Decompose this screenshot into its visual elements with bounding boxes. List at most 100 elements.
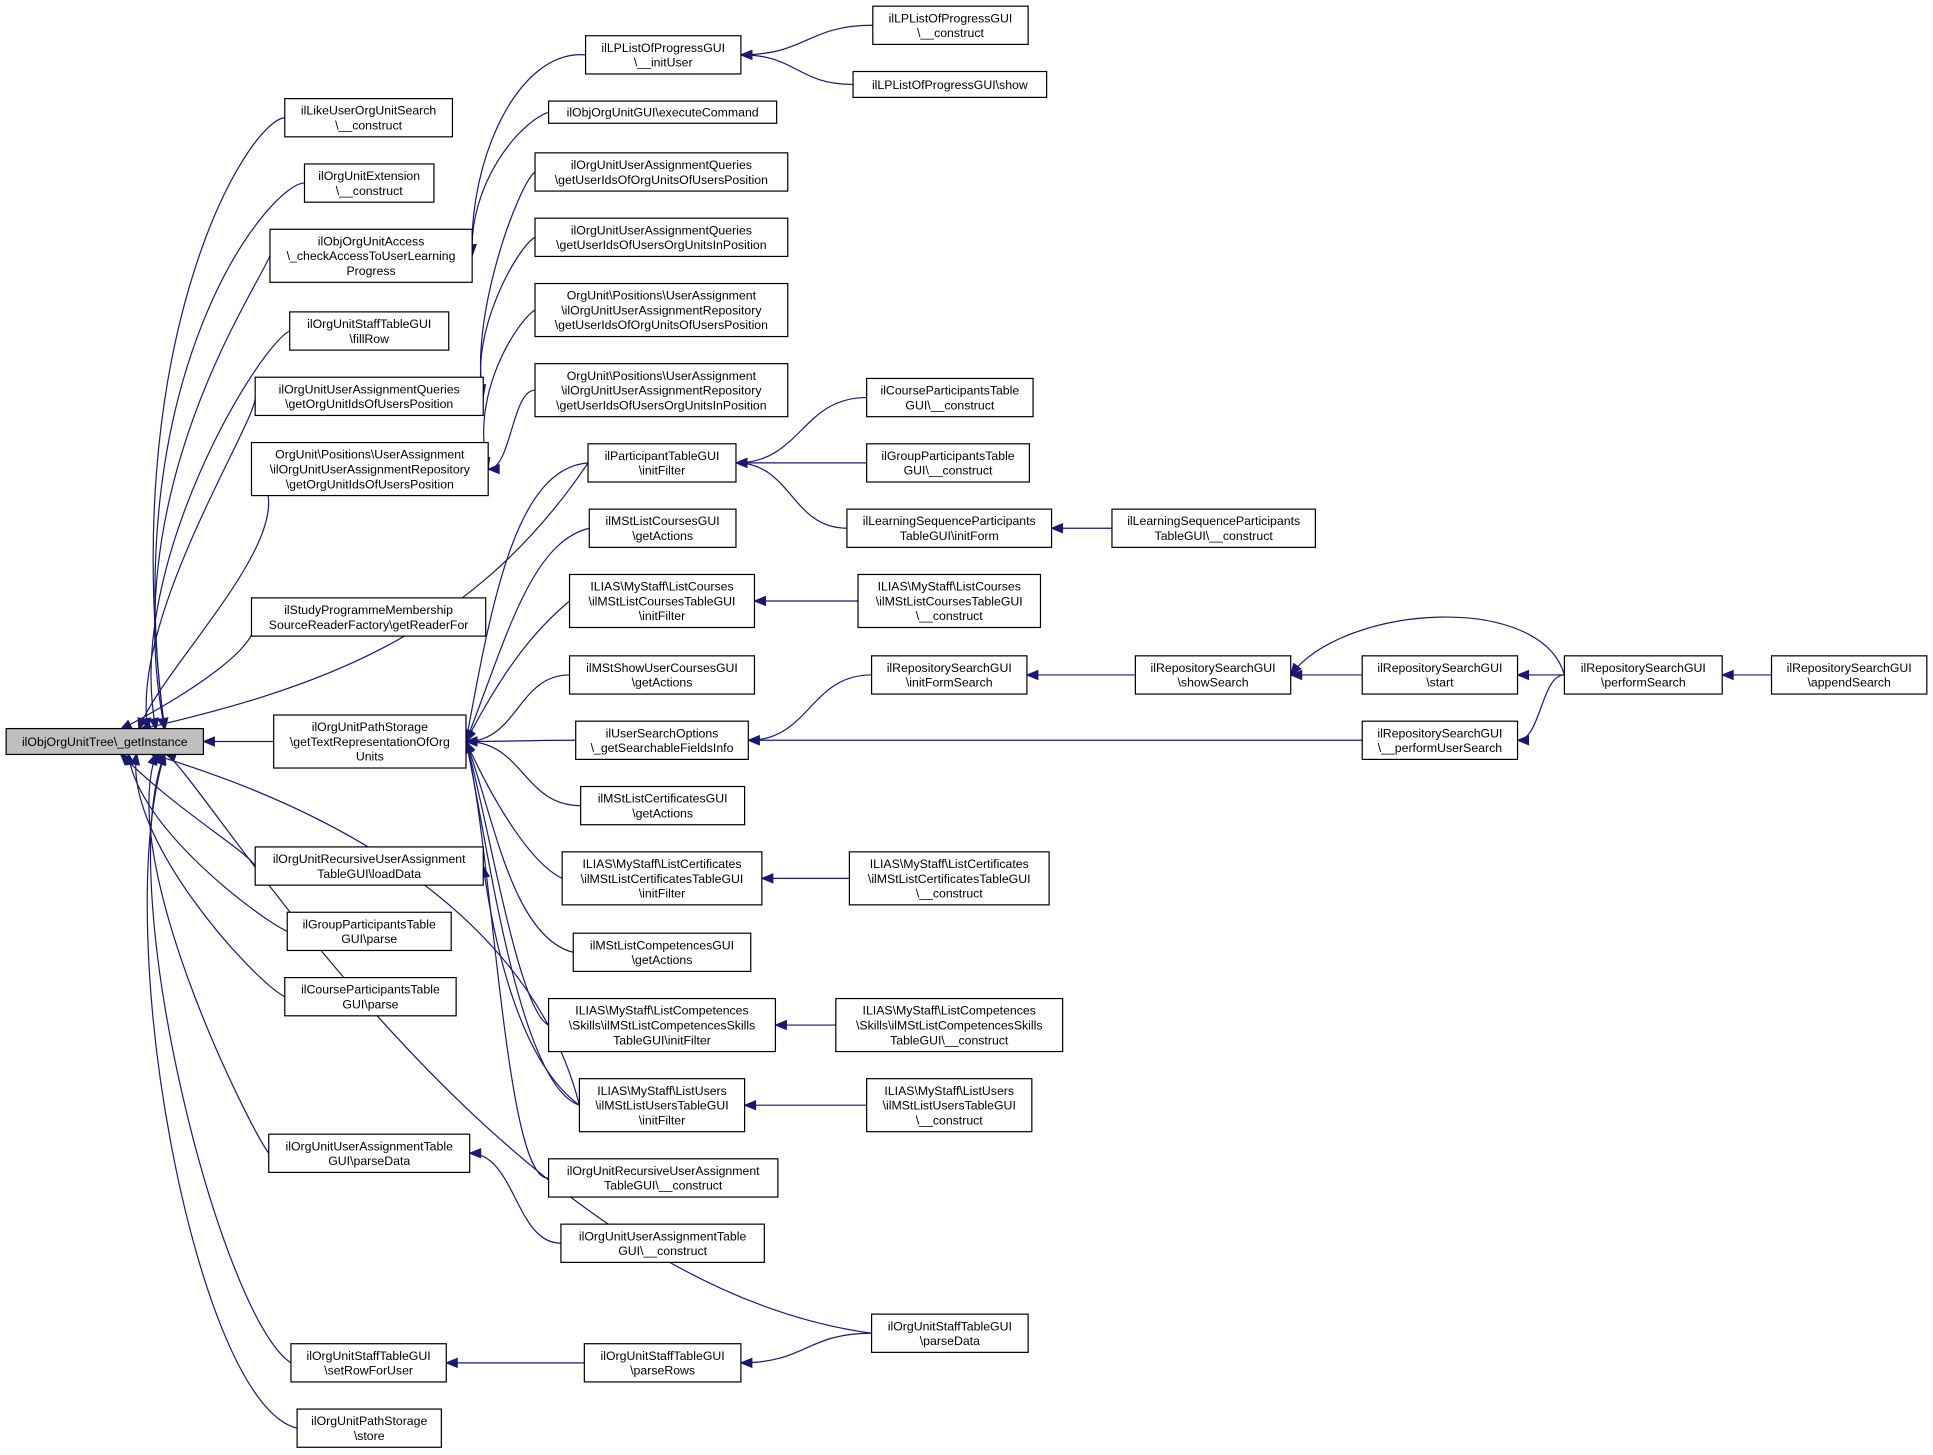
node-box xyxy=(268,1133,471,1173)
graph-node: OrgUnit\Positions\UserAssignment\ilOrgUn… xyxy=(534,282,789,338)
node-label-line: TableGUI\initForm xyxy=(900,529,999,543)
node-label-line: \performSearch xyxy=(1601,676,1686,690)
node-label-line: \getUserIdsOfOrgUnitsOfUsersPosition xyxy=(555,173,768,187)
node-label-line: \__construct xyxy=(917,26,985,40)
graph-edges xyxy=(119,24,1772,1429)
node-label-line: Units xyxy=(356,750,384,764)
node-label-line: ilObjOrgUnitGUI\executeCommand xyxy=(567,106,759,120)
node-label-line: ilObjOrgUnitAccess xyxy=(318,234,425,248)
node-label-line: \ilMStListCoursesTableGUI xyxy=(589,594,736,608)
node-label-line: ilOrgUnitStaffTableGUI xyxy=(307,1349,431,1363)
node-label-line: \__construct xyxy=(916,1113,984,1127)
node-label-line: GUI\parse xyxy=(342,998,398,1012)
call-edge xyxy=(739,49,854,86)
node-label-line: \__construct xyxy=(916,887,984,901)
call-edge xyxy=(468,1148,561,1244)
root-node: ilObjOrgUnitTree\_getInstance xyxy=(5,727,205,756)
call-edge xyxy=(1516,669,1565,681)
call-edge xyxy=(129,752,286,998)
node-label-line: ilOrgUnitPathStorage xyxy=(312,720,428,734)
node-label-line: GUI\parse xyxy=(341,932,397,946)
node-label-line: \getActions xyxy=(632,529,693,543)
node-label-line: \_getSearchableFieldsInfo xyxy=(591,741,734,755)
edge-line xyxy=(465,739,576,743)
arrow-head xyxy=(1516,735,1530,746)
edge-line xyxy=(471,111,549,256)
node-box xyxy=(583,1343,742,1383)
graph-node: ilOrgUnitPathStorage\getTextRepresentati… xyxy=(273,714,467,769)
node-label-line: ilLearningSequenceParticipants xyxy=(1127,514,1300,528)
node-label-line: ilOrgUnitRecursiveUserAssignment xyxy=(273,852,466,866)
arrow-head xyxy=(1025,669,1039,681)
graph-node: ILIAS\MyStaff\ListCertificates\ilMStList… xyxy=(848,851,1050,906)
node-label-line: \initFilter xyxy=(639,887,685,901)
node-label-line: \Skills\ilMStListCompetencesSkills xyxy=(856,1018,1043,1032)
graph-node: ilOrgUnitStaffTableGUI\parseRows xyxy=(583,1343,742,1383)
graph-node: ilOrgUnitUserAssignmentQueries\getOrgUni… xyxy=(254,376,484,417)
node-box xyxy=(835,997,1064,1053)
node-box xyxy=(870,655,1028,695)
graph-node: ilLearningSequenceParticipantsTableGUI\_… xyxy=(1111,508,1316,548)
node-label-line: \__construct xyxy=(335,119,403,133)
call-edge xyxy=(1050,523,1112,534)
call-edge xyxy=(464,736,581,807)
graph-node: ilLikeUserOrgUnitSearch\__construct xyxy=(284,98,454,138)
node-label-line: ilOrgUnitExtension xyxy=(318,169,420,183)
arrow-head xyxy=(1289,669,1303,681)
edge-line xyxy=(119,753,256,867)
node-label-line: \ilMStListCoursesTableGUI xyxy=(876,594,1023,608)
node-label-line: ilGroupParticipantsTable xyxy=(303,917,436,931)
arrow-head xyxy=(202,736,215,747)
edge-line xyxy=(469,1152,561,1244)
edge-line xyxy=(1290,616,1565,676)
node-label-line: \ilOrgUnitUserAssignmentRepository xyxy=(561,303,762,317)
arrow-head xyxy=(774,1019,787,1031)
edge-line xyxy=(154,182,305,730)
node-box xyxy=(866,1078,1033,1133)
edge-line xyxy=(1517,674,1565,741)
graph-nodes: ilObjOrgUnitTree\_getInstance ilLikeUserO… xyxy=(5,5,1928,1448)
node-box xyxy=(534,152,789,192)
arrow-head xyxy=(743,1099,757,1111)
arrow-head xyxy=(464,736,478,747)
node-label-line: \getUserIdsOfUsersOrgUnitsInPosition xyxy=(556,238,767,252)
node-box xyxy=(561,851,763,906)
node-label-line: \ilOrgUnitUserAssignmentRepository xyxy=(270,462,471,476)
arrow-head xyxy=(1720,669,1734,681)
node-label-line: ilCourseParticipantsTable xyxy=(301,983,440,997)
node-box xyxy=(872,5,1029,45)
graph-node: OrgUnit\Positions\UserAssignment\ilOrgUn… xyxy=(534,363,789,418)
node-box xyxy=(273,714,467,769)
graph-node: ilOrgUnitPathStorage\store xyxy=(296,1408,442,1448)
node-box xyxy=(578,1078,746,1133)
node-label-line: ilLPListOfProgressGUI xyxy=(889,11,1013,25)
arrow-head xyxy=(734,457,748,469)
node-box xyxy=(303,163,435,203)
call-edge xyxy=(739,1332,872,1369)
node-box xyxy=(534,282,789,338)
node-label-line: ilOrgUnitPathStorage xyxy=(311,1414,427,1428)
graph-node: ilOrgUnitUserAssignmentTableGUI\parseDat… xyxy=(268,1133,471,1173)
node-label-line: ilLikeUserOrgUnitSearch xyxy=(301,104,436,118)
node-box xyxy=(547,1158,779,1198)
graph-node: ilRepositorySearchGUI\appendSearch xyxy=(1770,655,1928,695)
node-box xyxy=(547,997,777,1053)
arrow-head xyxy=(1050,523,1064,534)
graph-node: ilOrgUnitRecursiveUserAssignmentTableGUI… xyxy=(547,1158,779,1198)
call-edge xyxy=(746,674,872,746)
edge-line xyxy=(164,752,872,1334)
graph-node: ilOrgUnitUserAssignmentTableGUI\__constr… xyxy=(560,1223,765,1263)
node-label-line: \parseRows xyxy=(630,1364,695,1378)
node-box xyxy=(848,851,1050,906)
edge-line xyxy=(735,396,867,464)
graph-node: ILIAS\MyStaff\ListCompetences\Skills\ilM… xyxy=(547,997,777,1053)
node-label-line: ILIAS\MyStaff\ListCompetences xyxy=(575,1004,748,1018)
call-edge xyxy=(753,595,859,607)
arrow-head xyxy=(739,1357,753,1369)
node-label-line: ilParticipantTableGUI xyxy=(605,449,720,463)
arrow-head xyxy=(148,717,159,731)
node-label-line: ilLPListOfProgressGUI\show xyxy=(872,78,1028,92)
edge-line xyxy=(740,1332,872,1364)
call-edge xyxy=(1289,669,1363,681)
